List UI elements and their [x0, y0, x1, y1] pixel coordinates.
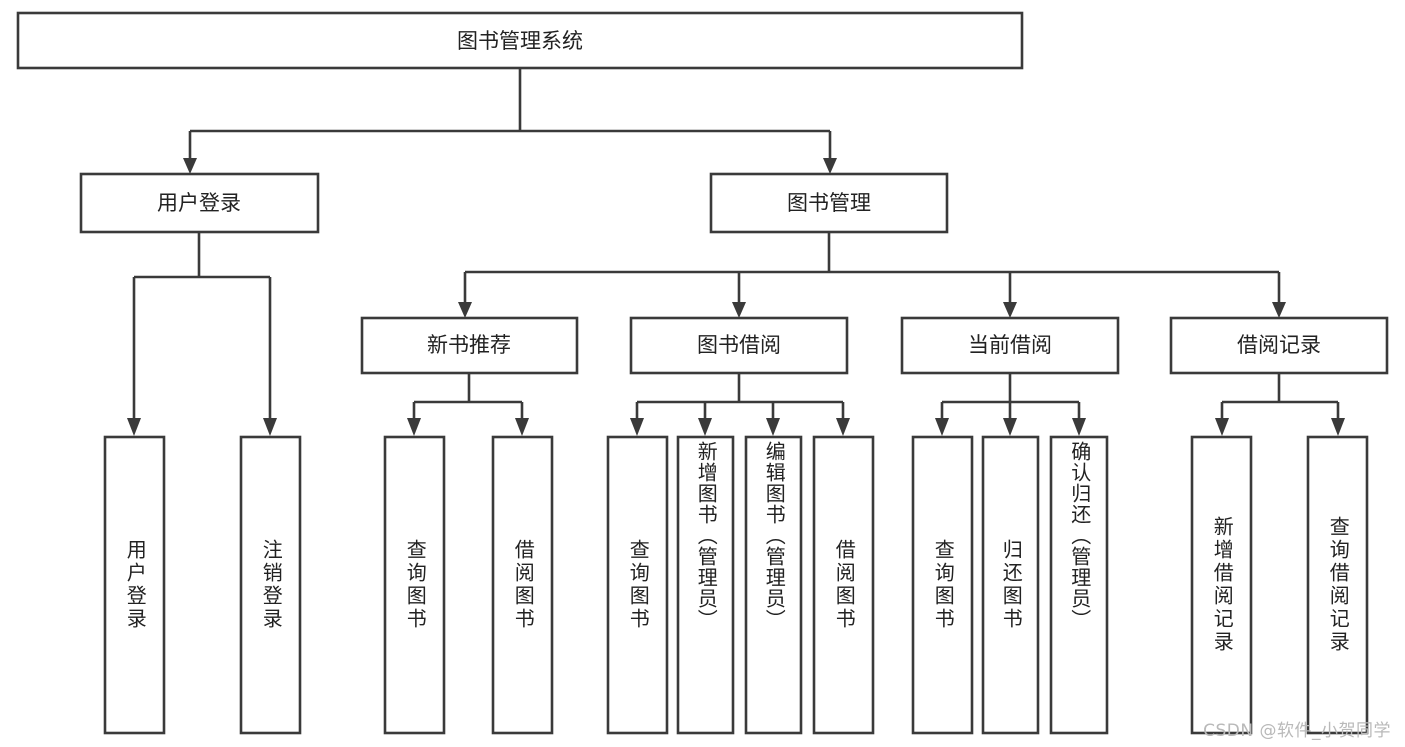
leaf-box-logout[interactable]	[239, 435, 302, 735]
leaf-box-query-book-2[interactable]	[606, 435, 669, 735]
arrowhead-currentborrow-leaf-1	[935, 418, 949, 436]
arrowhead-book-manage	[823, 158, 837, 174]
leaf-box-add-borrow-record[interactable]	[1190, 435, 1253, 735]
leaf-label-wrap-logout: 注销登录	[241, 437, 300, 733]
arrowhead-user-login	[183, 158, 197, 174]
leaf-label-query-book-3: 查询图书	[931, 539, 956, 631]
connector-group-userlogin-to-leaves	[127, 232, 277, 436]
arrowhead-leaf-user-login	[127, 418, 141, 436]
connector-group-bookmanage-to-level3	[458, 232, 1286, 318]
arrowhead-book-borrow	[732, 302, 746, 318]
leaf-label-wrap-query-borrow-record: 查询借阅记录	[1308, 437, 1367, 733]
leaf-label-borrow-book-2: 借阅图书	[832, 539, 857, 631]
arrowhead-borrowrecord-leaf-1	[1215, 418, 1229, 436]
node-box-current-borrow[interactable]	[900, 316, 1120, 375]
leaf-box-borrow-book-1[interactable]	[491, 435, 554, 735]
connector-group-newbook-to-leaves	[407, 373, 529, 436]
node-label-book-borrow: 图书借阅	[697, 333, 781, 357]
node-label-book-management: 图书管理	[787, 191, 871, 215]
node-label-new-book-recommend: 新书推荐	[427, 333, 511, 357]
leaf-label-query-book-2: 查询图书	[626, 539, 651, 631]
node-box-user-login[interactable]	[79, 172, 320, 234]
leaf-label-query-book-1: 查询图书	[403, 539, 428, 631]
arrowhead-bookborrow-leaf-2	[698, 418, 712, 436]
arrowhead-borrowrecord-leaf-2	[1331, 418, 1345, 436]
leaf-label-return-book: 归还图书	[999, 539, 1024, 631]
leaf-box-return-book[interactable]	[981, 435, 1040, 735]
leaf-label-wrap-add-borrow-record: 新增借阅记录	[1192, 437, 1251, 733]
node-box-book-management[interactable]	[709, 172, 949, 234]
leaf-label-wrap-query-book-2: 查询图书	[608, 437, 667, 733]
leaf-label-wrap-confirm-return-admin: 确认归还（管理员）	[1051, 441, 1107, 729]
leaf-label-add-borrow-record: 新增借阅记录	[1210, 516, 1235, 654]
leaf-label-wrap-add-book-admin: 新增图书（管理员）	[678, 441, 733, 729]
connector-group-bookborrow-to-leaves	[630, 373, 850, 436]
node-box-new-book-recommend[interactable]	[360, 316, 579, 375]
leaf-label-user-login: 用户登录	[123, 539, 148, 631]
node-box-root[interactable]	[16, 11, 1024, 70]
arrowhead-currentborrow-leaf-3	[1072, 418, 1086, 436]
node-label-current-borrow: 当前借阅	[968, 333, 1052, 357]
leaf-label-query-borrow-record: 查询借阅记录	[1326, 516, 1351, 654]
leaf-box-edit-book-admin[interactable]	[744, 435, 803, 735]
node-label-user-login: 用户登录	[157, 191, 241, 215]
leaf-label-wrap-borrow-book-2: 借阅图书	[814, 437, 873, 733]
leaf-box-query-book-1[interactable]	[383, 435, 446, 735]
arrowhead-bookborrow-leaf-1	[630, 418, 644, 436]
arrowhead-newbook-leaf-2	[515, 418, 529, 436]
arrowhead-current-borrow	[1003, 302, 1017, 318]
arrowhead-bookborrow-leaf-4	[836, 418, 850, 436]
node-box-book-borrow[interactable]	[629, 316, 849, 375]
leaf-label-logout: 注销登录	[259, 539, 284, 631]
node-box-borrow-record[interactable]	[1169, 316, 1389, 375]
leaf-label-borrow-book-1: 借阅图书	[511, 539, 536, 631]
arrowhead-currentborrow-leaf-2	[1003, 418, 1017, 436]
leaf-label-add-book-admin: 新增图书（管理员）	[694, 441, 719, 630]
leaf-label-confirm-return-admin: 确认归还（管理员）	[1067, 441, 1092, 630]
leaf-label-wrap-return-book: 归还图书	[983, 437, 1038, 733]
leaf-box-confirm-return-admin[interactable]	[1049, 435, 1109, 735]
leaf-label-wrap-borrow-book-1: 借阅图书	[493, 437, 552, 733]
node-label-root: 图书管理系统	[457, 29, 583, 53]
leaf-label-wrap-query-book-1: 查询图书	[385, 437, 444, 733]
leaf-label-edit-book-admin: 编辑图书（管理员）	[762, 441, 787, 630]
arrowhead-newbook-leaf-1	[407, 418, 421, 436]
connector-group-root-to-level2	[183, 68, 837, 174]
leaf-label-wrap-user-login: 用户登录	[105, 437, 164, 733]
leaf-box-query-book-3[interactable]	[911, 435, 974, 735]
arrowhead-leaf-logout	[263, 418, 277, 436]
leaf-label-wrap-edit-book-admin: 编辑图书（管理员）	[746, 441, 801, 729]
connector-group-currentborrow-to-leaves	[935, 373, 1086, 436]
leaf-box-query-borrow-record[interactable]	[1306, 435, 1369, 735]
leaf-label-wrap-query-book-3: 查询图书	[913, 437, 972, 733]
leaf-box-user-login[interactable]	[103, 435, 166, 735]
leaf-box-add-book-admin[interactable]	[676, 435, 735, 735]
leaf-box-borrow-book-2[interactable]	[812, 435, 875, 735]
node-label-borrow-record: 借阅记录	[1237, 333, 1321, 357]
connector-group-borrowrecord-to-leaves	[1215, 373, 1345, 436]
arrowhead-new-book-rec	[458, 302, 472, 318]
arrowhead-borrow-record	[1272, 302, 1286, 318]
arrowhead-bookborrow-leaf-3	[766, 418, 780, 436]
watermark-text: CSDN @软件_小贺同学	[1203, 721, 1391, 741]
